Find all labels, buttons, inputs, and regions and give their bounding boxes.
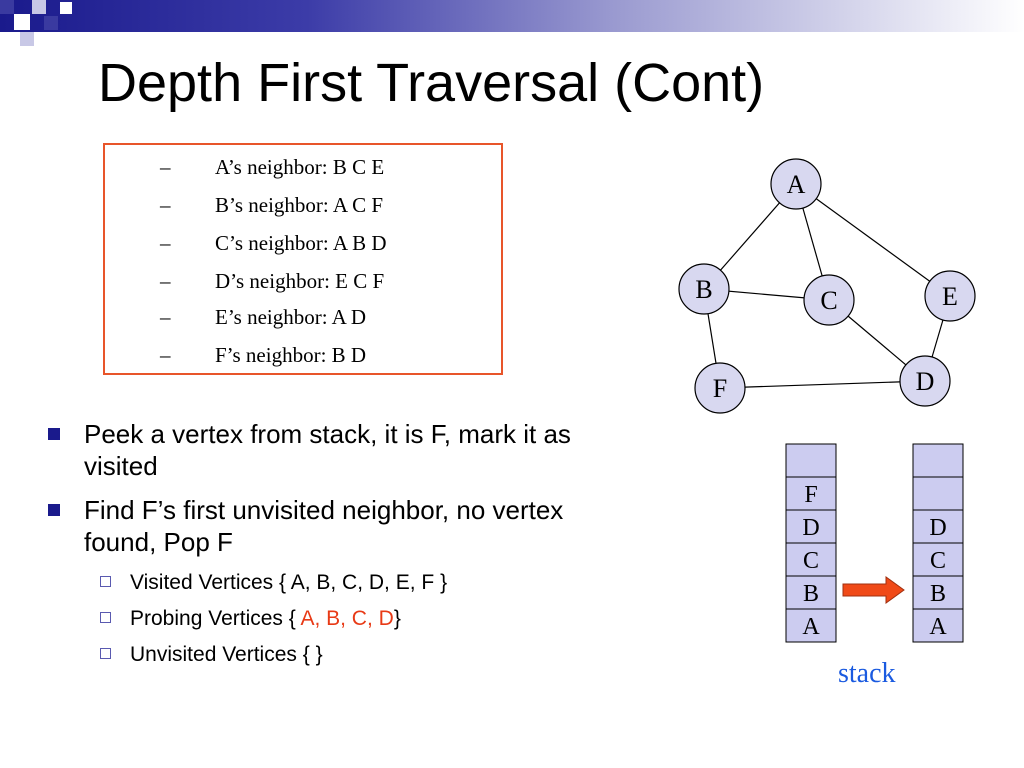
stack-cell [912,542,964,577]
square-bullet-icon [48,504,60,516]
node-f: F [694,362,746,414]
node-label: B [695,275,712,304]
hollow-square-bullet-icon [100,648,111,659]
neighbor-list-box: –A’s neighbor: B C E –B’s neighbor: A C … [103,143,503,375]
decoration-square [0,0,14,14]
neighbor-row-e: –E’s neighbor: A D [160,305,367,329]
sub-bullet-unvisited: Unvisited Vertices { } [48,642,638,668]
stack-cell-label: D [802,515,819,541]
bullet-list: Peek a vertex from stack, it is F, mark … [48,418,638,678]
square-bullet-icon [48,428,60,440]
neighbor-row-c: –C’s neighbor: A B D [160,231,387,255]
stack-cell [785,476,837,511]
stack-label: stack [838,658,896,689]
node-label: E [942,282,958,311]
node-b: B [678,263,730,315]
stack-cell-label: F [804,482,817,508]
stack-cell-label: A [802,614,820,640]
node-label: F [713,374,727,403]
sub-bullet-probing: Probing Vertices { A, B, C, D} [48,606,638,632]
stack-cell [785,542,837,577]
stack-cell [912,509,964,544]
node-e: E [924,270,976,322]
stack-cell [912,476,964,511]
hollow-square-bullet-icon [100,576,111,587]
right-arrow-icon [842,576,905,604]
node-a: A [770,158,822,210]
stack-cell-label: B [930,581,946,607]
decoration-square [14,14,30,30]
edge-a-e [795,183,951,297]
node-label: A [787,170,806,199]
neighbor-row-b: –B’s neighbor: A C F [160,193,384,217]
sub-bullet-visited: Visited Vertices { A, B, C, D, E, F } [48,570,638,596]
probing-highlight: A, B, C, D [300,607,394,630]
node-d: D [899,355,951,407]
decoration-square [32,0,46,14]
neighbor-row-d: –D’s neighbor: E C F [160,269,385,293]
stack-cell-label: C [803,548,819,574]
stack-cell-label: C [930,548,946,574]
stack-cell-label: D [929,515,946,541]
node-c: C [803,274,855,326]
decoration-square [60,2,72,14]
stack-cell-label: B [803,581,819,607]
bullet-find: Find F’s first unvisited neighbor, no ve… [48,494,638,558]
stack-cell [785,608,837,643]
neighbor-row-f: –F’s neighbor: B D [160,343,367,367]
stack-cell [912,608,964,643]
neighbor-row-a: –A’s neighbor: B C E [160,155,385,179]
stack-cell [912,443,964,478]
hollow-square-bullet-icon [100,612,111,623]
decoration-square [44,16,58,30]
edge-f-d [719,380,926,389]
stack-cell [785,443,837,478]
stack-cell [785,509,837,544]
node-label: D [916,367,935,396]
stack-cell-label: A [929,614,947,640]
slide-title: Depth First Traversal (Cont) [98,53,765,113]
stack-cell [785,575,837,610]
decoration-square [20,32,34,46]
bullet-peek: Peek a vertex from stack, it is F, mark … [48,418,638,482]
node-label: C [820,286,837,315]
header-decoration-bar [0,0,1024,32]
